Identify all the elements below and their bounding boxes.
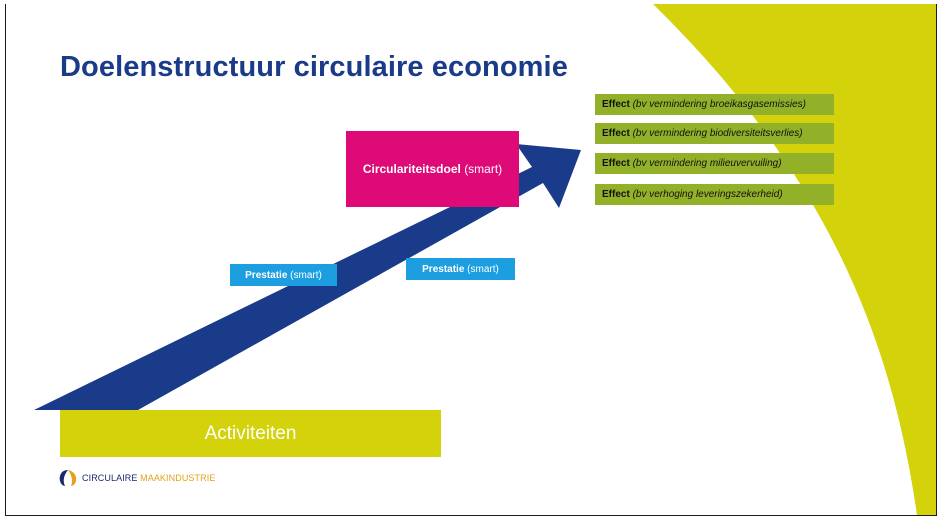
effect-label: Effect — [602, 99, 630, 110]
effect-detail: (bv vermindering milieuvervuiling) — [632, 158, 782, 169]
effect-detail: (bv verhoging leveringszekerheid) — [632, 189, 783, 200]
performance-box-2: Prestatie (smart) — [406, 258, 515, 280]
effect-label: Effect — [602, 189, 630, 200]
effect-detail: (bv vermindering broeikasgasemissies) — [632, 99, 806, 110]
effect-detail: (bv vermindering biodiversiteitsverlies) — [632, 128, 803, 139]
circularity-goal-suffix: (smart) — [464, 162, 503, 176]
effect-box-4: Effect (bv verhoging leveringszekerheid) — [595, 184, 834, 205]
performance-label: Prestatie — [245, 269, 288, 281]
page-title: Doelenstructuur circulaire economie — [60, 51, 568, 83]
performance-box-1: Prestatie (smart) — [230, 264, 337, 286]
slide: Doelenstructuur circulaire economie Effe… — [5, 4, 937, 516]
performance-label: Prestatie — [422, 263, 465, 275]
effect-box-3: Effect (bv vermindering milieuvervuiling… — [595, 153, 834, 174]
effect-box-2: Effect (bv vermindering biodiversiteitsv… — [595, 123, 834, 144]
logo: CIRCULAIRE MAAKINDUSTRIE — [58, 469, 215, 487]
yellow-accent-shape — [653, 4, 936, 515]
performance-suffix: (smart) — [467, 263, 499, 275]
circularity-goal-box: Circulariteitsdoel (smart) — [346, 131, 519, 207]
logo-text: CIRCULAIRE MAAKINDUSTRIE — [82, 473, 215, 483]
activities-box: Activiteiten — [60, 410, 441, 457]
logo-icon — [59, 470, 77, 486]
effect-label: Effect — [602, 128, 630, 139]
performance-suffix: (smart) — [290, 269, 322, 281]
effect-label: Effect — [602, 158, 630, 169]
logo-text-part1: CIRCULAIRE — [82, 473, 138, 483]
circularity-goal-label: Circulariteitsdoel — [362, 162, 461, 176]
logo-text-part2: MAAKINDUSTRIE — [140, 473, 216, 483]
effect-box-1: Effect (bv vermindering broeikasgasemiss… — [595, 94, 834, 115]
